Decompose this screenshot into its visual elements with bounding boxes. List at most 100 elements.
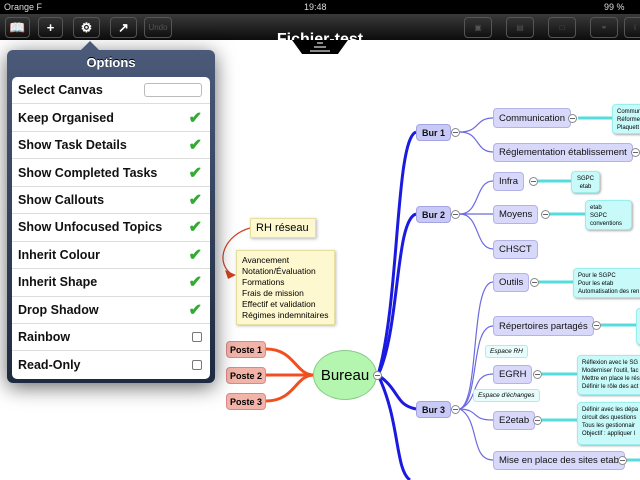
options-list: Select Canvas Keep Organised ✔ Show Task … bbox=[12, 77, 210, 379]
option-label: Show Unfocused Topics bbox=[18, 220, 163, 235]
option-label: Inherit Colour bbox=[18, 247, 100, 262]
poste-2-topic[interactable]: Poste 2 bbox=[226, 367, 266, 384]
option-drop-shadow[interactable]: Drop Shadow✔ bbox=[12, 297, 210, 324]
outils-topic[interactable]: Outils bbox=[493, 273, 530, 292]
carrier: Orange F bbox=[4, 2, 43, 12]
poste-3-topic[interactable]: Poste 3 bbox=[226, 393, 266, 410]
option-keep-organised[interactable]: Keep Organised ✔ bbox=[12, 104, 210, 132]
option-label: Show Task Details bbox=[18, 138, 127, 153]
option-select-canvas[interactable]: Select Canvas bbox=[12, 77, 210, 105]
collapse-icon[interactable] bbox=[533, 416, 542, 425]
collapse-icon[interactable] bbox=[631, 148, 640, 157]
option-inherit-shape[interactable]: Inherit Shape ✔ bbox=[12, 269, 210, 297]
book-icon[interactable]: 📖 bbox=[5, 17, 30, 38]
option-show-unfocused-topics[interactable]: Show Unfocused Topics ✔ bbox=[12, 214, 210, 242]
option-show-completed-tasks[interactable]: Show Completed Tasks ✔ bbox=[12, 159, 210, 187]
sites-topic[interactable]: Mise en place des sites etab bbox=[493, 451, 625, 470]
bur2-topic[interactable]: Bur 2 bbox=[416, 206, 452, 223]
espace-echanges-label[interactable]: Espace d'échanges bbox=[473, 389, 540, 402]
option-show-task-details[interactable]: Show Task Details ✔ bbox=[12, 132, 210, 160]
pulldown-handle[interactable] bbox=[292, 40, 348, 54]
collapse-icon[interactable] bbox=[451, 128, 460, 137]
option-label: Rainbow bbox=[18, 330, 71, 345]
option-label: Inherit Shape bbox=[18, 275, 98, 290]
repertoires-note[interactable] bbox=[636, 308, 640, 345]
infra-topic[interactable]: Infra bbox=[493, 172, 525, 191]
sibling-topic-icon[interactable]: ▣ bbox=[464, 17, 492, 38]
collapse-icon[interactable] bbox=[373, 371, 382, 380]
outils-note[interactable]: Pour le SGPC Pour les etab Automatisatio… bbox=[573, 268, 640, 298]
communication-note[interactable]: Commun Réforme Plaquett bbox=[612, 104, 640, 134]
clock: 19:48 bbox=[304, 2, 327, 12]
checkmark-icon[interactable]: ✔ bbox=[188, 274, 202, 292]
option-label: Read-Only bbox=[18, 358, 81, 373]
collapse-icon[interactable] bbox=[541, 210, 550, 219]
undo-button[interactable]: Undo bbox=[144, 17, 172, 38]
collapse-icon[interactable] bbox=[529, 177, 538, 186]
collapse-icon[interactable] bbox=[530, 278, 539, 287]
option-label: Show Callouts bbox=[18, 192, 105, 207]
collapse-icon[interactable] bbox=[618, 456, 627, 465]
chsct-topic[interactable]: CHSCT bbox=[493, 240, 538, 259]
espace-rh-label[interactable]: Espace RH bbox=[485, 345, 528, 358]
option-label: Show Completed Tasks bbox=[18, 165, 158, 180]
moyens-note[interactable]: etab SGPC conventions bbox=[585, 200, 632, 230]
note-line: Régimes indemnitaires bbox=[242, 310, 329, 320]
checkmark-icon[interactable]: ✔ bbox=[188, 191, 202, 209]
checkbox-empty[interactable] bbox=[192, 360, 202, 371]
infra-note[interactable]: SGPC etab bbox=[571, 171, 600, 193]
rh-reseau-topic[interactable]: RH réseau bbox=[250, 218, 316, 238]
toolbar: 📖 + ⚙ ↗ Undo Fichier-test ▣ ▤ □ ⚭ i bbox=[0, 14, 640, 48]
plus-icon[interactable]: + bbox=[38, 17, 63, 38]
note-line: Avancement bbox=[242, 255, 290, 265]
option-label: Select Canvas bbox=[18, 83, 103, 98]
battery: 99 % bbox=[604, 2, 625, 12]
bur3-topic[interactable]: Bur 3 bbox=[416, 401, 452, 418]
options-popover: Options Select Canvas Keep Organised ✔ Sh… bbox=[7, 41, 215, 383]
branch-bur1 bbox=[376, 130, 417, 376]
info-icon[interactable]: i bbox=[624, 17, 640, 38]
checkmark-icon[interactable]: ✔ bbox=[188, 137, 202, 155]
subtopic-icon[interactable]: ▤ bbox=[506, 17, 534, 38]
status-bar: Orange F 19:48 99 % bbox=[0, 0, 640, 14]
checkbox-empty[interactable] bbox=[192, 332, 202, 343]
option-inherit-colour[interactable]: Inherit Colour ✔ bbox=[12, 242, 210, 270]
collapse-icon[interactable] bbox=[533, 370, 542, 379]
note-line: Effectif et validation bbox=[242, 299, 316, 309]
repertoires-topic[interactable]: Répertoires partagés bbox=[493, 316, 594, 336]
e2etab-note[interactable]: Définir avec les dépa circuit des questi… bbox=[577, 402, 640, 445]
gear-icon[interactable]: ⚙ bbox=[73, 17, 100, 38]
collapse-icon[interactable] bbox=[451, 405, 460, 414]
collapse-icon[interactable] bbox=[592, 321, 601, 330]
egrh-note[interactable]: Réflexion avec le SG Moderniser l'outil,… bbox=[577, 355, 640, 395]
moyens-topic[interactable]: Moyens bbox=[493, 205, 539, 224]
communication-topic[interactable]: Communication bbox=[493, 108, 571, 128]
note-line: Frais de mission bbox=[242, 288, 304, 298]
checkmark-icon[interactable]: ✔ bbox=[188, 246, 202, 264]
share-icon[interactable]: ↗ bbox=[110, 17, 137, 38]
note-line: Notation/Évaluation bbox=[242, 266, 316, 276]
link-icon[interactable]: ⚭ bbox=[590, 17, 618, 38]
canvas-field[interactable] bbox=[144, 83, 202, 98]
checkmark-icon[interactable]: ✔ bbox=[188, 219, 202, 237]
central-topic[interactable]: Bureau bbox=[313, 350, 377, 400]
reglementation-topic[interactable]: Réglementation établissement bbox=[493, 143, 633, 162]
poste-1-topic[interactable]: Poste 1 bbox=[226, 341, 266, 358]
checkmark-icon[interactable]: ✔ bbox=[188, 301, 202, 319]
option-read-only[interactable]: Read-Only bbox=[12, 351, 210, 378]
checkmark-icon[interactable]: ✔ bbox=[188, 164, 202, 182]
checkmark-icon[interactable]: ✔ bbox=[188, 109, 202, 127]
bur1-topic[interactable]: Bur 1 bbox=[416, 124, 452, 141]
rh-reseau-callout[interactable]: Avancement Notation/Évaluation Formation… bbox=[236, 250, 335, 325]
egrh-topic[interactable]: EGRH bbox=[493, 365, 533, 384]
callout-icon[interactable]: □ bbox=[548, 17, 576, 38]
option-label: Keep Organised bbox=[18, 110, 114, 125]
collapse-icon[interactable] bbox=[568, 114, 577, 123]
popover-title: Options bbox=[86, 55, 136, 70]
note-line: Formations bbox=[242, 277, 285, 287]
option-rainbow[interactable]: Rainbow bbox=[12, 324, 210, 352]
collapse-icon[interactable] bbox=[451, 210, 460, 219]
e2etab-topic[interactable]: E2etab bbox=[493, 411, 536, 430]
option-show-callouts[interactable]: Show Callouts ✔ bbox=[12, 187, 210, 215]
